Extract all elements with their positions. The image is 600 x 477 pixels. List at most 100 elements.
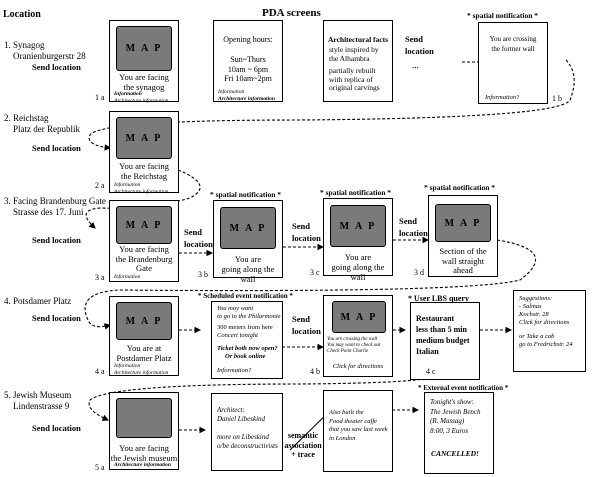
map-placeholder: M A P (116, 302, 172, 340)
lbs-query-title: * User LBS query (408, 294, 469, 303)
map-placeholder: M A P (116, 26, 172, 71)
label-3a: 3 a (95, 273, 105, 282)
screen-external-event[interactable]: Tonight's show:The Jewish Bench(R. Massa… (424, 392, 494, 474)
map-placeholder: M A P (330, 205, 386, 247)
spatial-notification-3d: * spatial notification * (424, 183, 496, 192)
spatial-notification-1b: * spatial notification * (467, 11, 539, 20)
map-placeholder: M A P (435, 204, 491, 242)
scheduled-event-title: * Scheduled event notification * (198, 292, 293, 300)
screen-5a-info[interactable]: Architecture information (114, 462, 171, 468)
flow-1b-to-2a (88, 59, 575, 151)
label-3c: 3 c (310, 268, 320, 277)
map-placeholder: M A P (332, 301, 386, 333)
map-placeholder: M A P (116, 117, 172, 159)
send-location-3[interactable]: Send location (32, 235, 81, 245)
facts-title: Architectural facts (327, 35, 389, 44)
location-2: 2. Reichstag Platz der Republik (4, 113, 80, 134)
location-3: 3. Facing Brandenburg Gate Strasse des 1… (4, 196, 106, 217)
send-location-2[interactable]: Send location (32, 143, 81, 153)
flow-3d-to-4a (84, 239, 537, 330)
scheduled-event-ticket[interactable]: Ticket both now open?Or book online (217, 345, 278, 360)
flow-4-to-5a (88, 374, 441, 421)
screen-4b-directions[interactable]: Click for directions (332, 363, 384, 370)
pda-header: PDA screens (262, 7, 321, 19)
location-header: Location (3, 9, 41, 20)
scheduled-event-info[interactable]: Information? (217, 367, 252, 374)
label-1b: 1 b (552, 94, 562, 103)
location-1-name: 1. Synagog (4, 40, 45, 50)
send-location-1[interactable]: Send location (32, 62, 81, 72)
send-location-5[interactable]: Send location (32, 423, 81, 433)
external-event-lines: Tonight's show:The Jewish Bench(R. Massa… (430, 398, 481, 435)
external-event-title: * External event notification * (418, 384, 509, 392)
map-placeholder: M A P (220, 207, 276, 249)
label-3d: 3 d (414, 268, 424, 277)
screen-1b-info[interactable]: Information? (485, 94, 520, 101)
label-5a: 5 a (95, 463, 105, 472)
map-placeholder (116, 398, 172, 438)
label-4b: 4 b (310, 367, 320, 376)
label-4c: 4 c (426, 367, 436, 376)
spatial-notification-3c: * spatial notification * (320, 188, 392, 197)
ellipsis: ... (412, 60, 419, 70)
send-location-4[interactable]: Send location (32, 313, 81, 323)
location-1: 1. Synagog Oranienburgerstr 28 (4, 40, 86, 62)
spatial-notification-3b: * spatial notification * (210, 190, 282, 199)
map-placeholder: M A P (116, 206, 172, 244)
label-4a: 4 a (95, 367, 105, 376)
cancelled-badge: CANCELLED! (431, 449, 479, 458)
opening-hours-title: Opening hours: (223, 35, 273, 44)
label-1a: 1 a (95, 93, 105, 102)
location-1-address: Oranienburgerstr 28 (13, 51, 86, 61)
label-3b: 3 b (198, 270, 208, 279)
location-4: 4. Potsdamer Platz (4, 296, 72, 306)
label-2a: 2 a (95, 181, 105, 190)
location-5: 5. Jewish Museum Lindenstrasse 9 (4, 390, 72, 411)
screen-3a-info[interactable]: Information (114, 274, 141, 280)
